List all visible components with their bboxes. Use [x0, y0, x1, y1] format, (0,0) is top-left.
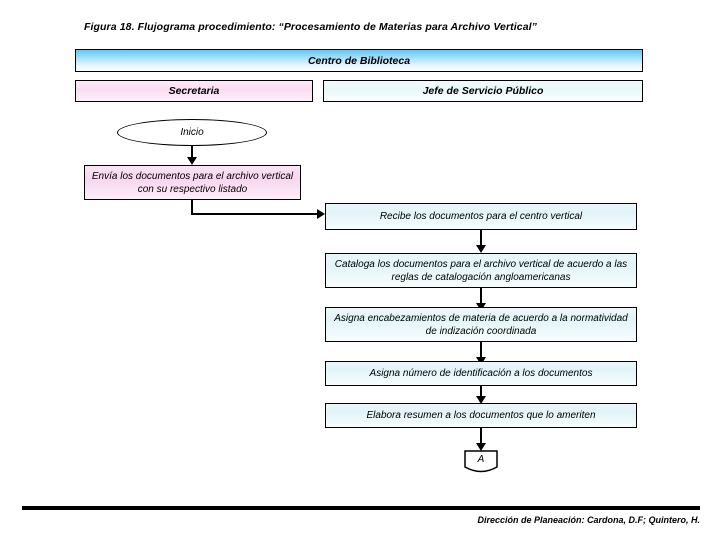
connector-recibe-to-cataloga-arrow: [476, 245, 486, 253]
figure-caption: Figura 18. Flujograma procedimiento: “Pr…: [84, 21, 538, 33]
connector-inicio-to-envia-arrow: [187, 157, 197, 165]
flow-node-recibe-documentos: Recibe los documentos para el centro ver…: [325, 203, 637, 230]
connector-encabezamientos-to-numero-line: [480, 342, 482, 359]
connector-envia-to-recibe-arrow: [317, 209, 325, 219]
flow-node-asigna-encabezamientos: Asigna encabezamientos de materia de acu…: [325, 307, 637, 342]
connector-resumen-to-a-arrow: [476, 443, 486, 451]
flow-node-elabora-resumen: Elabora resumen a los documentos que lo …: [325, 403, 637, 428]
lane-header-organization: Centro de Biblioteca: [75, 49, 643, 72]
connector-resumen-to-a-line: [480, 428, 482, 445]
flow-node-cataloga-documentos: Cataloga los documentos para el archivo …: [325, 253, 637, 288]
lane-header-secretaria: Secretaria: [75, 80, 313, 102]
connector-inicio-to-envia-line: [191, 146, 193, 158]
offpage-connector-label: A: [477, 453, 485, 465]
connector-numero-to-resumen-line: [480, 386, 482, 399]
connector-envia-to-recibe-hline: [191, 213, 319, 215]
footer-divider: [22, 506, 700, 510]
connector-numero-to-resumen-arrow: [476, 396, 486, 404]
connector-recibe-to-cataloga-line: [480, 230, 482, 247]
connector-cataloga-to-encabezamientos-line: [480, 288, 482, 305]
flow-node-inicio: Inicio: [117, 119, 267, 146]
flow-node-asigna-numero-identificacion: Asigna número de identificación a los do…: [325, 361, 637, 386]
offpage-connector-icon: [464, 450, 498, 473]
footer-credit: Dirección de Planeación: Cardona, D.F; Q…: [477, 515, 700, 525]
flow-node-envia-documentos: Envía los documentos para el archivo ver…: [84, 165, 301, 200]
flow-node-offpage-connector-a: A: [464, 450, 498, 475]
connector-envia-to-recibe-vline: [191, 200, 193, 215]
lane-header-jefe-servicio-publico: Jefe de Servicio Público: [323, 80, 643, 102]
